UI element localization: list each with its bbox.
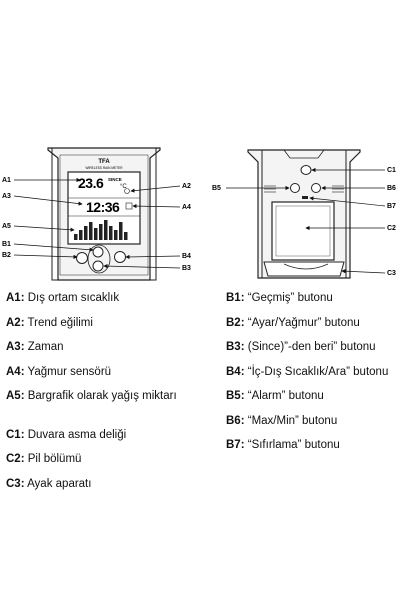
callout-B2: B2	[2, 252, 11, 259]
front-view: TFA WIRELESS RAIN METER 23.6 SINCE °C 12…	[2, 147, 191, 281]
legend-item: B4: “İç-Dış Sıcaklık/Ara” butonu	[226, 365, 389, 378]
reset-button	[302, 196, 308, 199]
callout-A2: A2	[182, 183, 191, 190]
max-min-button	[311, 183, 321, 193]
center-button-ring	[87, 244, 111, 274]
rain-bargraph	[74, 220, 128, 240]
lcd-since-label: SINCE	[108, 177, 122, 182]
legend-item: A5: Bargrafik olarak yağış miktarı	[6, 390, 177, 402]
device-diagrams: TFA WIRELESS RAIN METER 23.6 SINCE °C 12…	[2, 147, 396, 281]
legend-item: A4: Yağmur sensörü	[6, 365, 112, 378]
lcd-temp-unit: °C	[120, 184, 127, 190]
wall-hanging-hole	[300, 165, 312, 175]
legend-item: A3: Zaman	[6, 341, 64, 353]
callout-B4: B4	[182, 253, 191, 260]
lcd-time: 12:36	[86, 199, 120, 215]
lcd-temperature: 23.6	[78, 175, 104, 191]
legend-item: B3: (Since)”-den beri” butonu	[226, 341, 376, 353]
callout-A3: A3	[2, 193, 11, 200]
legend-item: B7: “Sıfırlama” butonu	[226, 439, 340, 451]
indoor-outdoor-button	[114, 251, 126, 263]
legend-item: A2: Trend eğilimi	[6, 316, 93, 329]
legend-item: C2: Pil bölümü	[6, 453, 82, 465]
callout-C1: C1	[387, 167, 396, 174]
legend-item: C1: Duvara asma deliği	[6, 428, 127, 441]
callout-B1: B1	[2, 241, 11, 248]
brand-subtitle: WIRELESS RAIN METER	[85, 166, 123, 170]
callout-C2: C2	[387, 225, 396, 232]
callout-B5: B5	[212, 185, 221, 192]
legend-right: B1: “Geçmiş” butonu B2: “Ayar/Yağmur” bu…	[226, 292, 388, 464]
callout-B6: B6	[387, 185, 396, 192]
callout-A4: A4	[182, 204, 191, 211]
legend-item: B1: “Geçmiş” butonu	[226, 292, 333, 304]
alarm-button	[290, 183, 300, 193]
back-view: C1 B5 B6 B7 C2 C3	[212, 149, 396, 279]
callout-B7: B7	[387, 203, 396, 210]
callout-B3: B3	[182, 265, 191, 272]
set-rain-button	[92, 246, 104, 258]
battery-compartment	[271, 201, 335, 261]
callout-A1: A1	[2, 177, 11, 184]
legend-left: A1: Dış ortam sıcaklık A2: Trend eğilimi…	[6, 292, 177, 502]
legend-item: B2: “Ayar/Yağmur” butonu	[226, 316, 360, 329]
callout-A5: A5	[2, 223, 11, 230]
front-body-outline	[51, 147, 157, 281]
legend-item: A1: Dış ortam sıcaklık	[6, 292, 120, 304]
since-button	[92, 260, 104, 272]
trend-indicator-icon	[124, 188, 130, 194]
rain-sensor-icon	[125, 202, 133, 210]
legend-item: C3: Ayak aparatı	[6, 477, 92, 490]
callout-C3: C3	[387, 270, 396, 277]
brand-logo: TFA	[98, 159, 110, 165]
legend-item: B5: “Alarm” butonu	[226, 390, 324, 402]
history-button	[76, 252, 88, 264]
legend-item: B6: “Max/Min” butonu	[226, 414, 338, 427]
